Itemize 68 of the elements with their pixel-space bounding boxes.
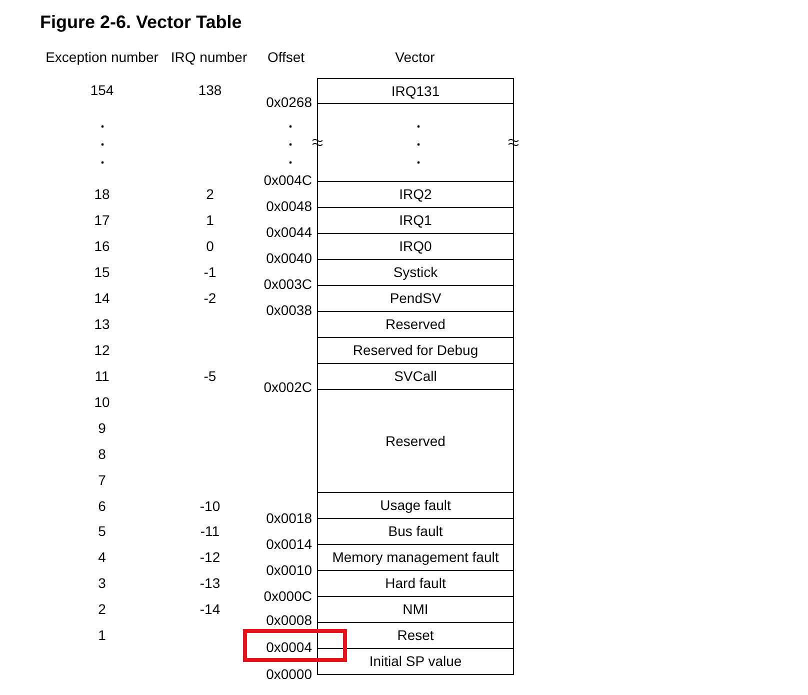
offset-address: 0x0038 xyxy=(266,302,312,318)
exception-number: 11 xyxy=(94,368,110,384)
exception-number: 2 xyxy=(98,601,106,617)
irq-number: -5 xyxy=(204,368,216,384)
irq-number: 138 xyxy=(198,82,222,98)
exception-number: 13 xyxy=(94,316,110,332)
irq-number: -2 xyxy=(204,290,216,306)
irq-number: 2 xyxy=(206,186,214,202)
vector-table-row: Reserved for Debug xyxy=(317,337,514,364)
vector-table-row: Hard fault xyxy=(317,570,514,597)
exception-number: 7 xyxy=(98,472,106,488)
vector-table-row: IRQ1 xyxy=(317,207,514,234)
vector-table-row: IRQ2 xyxy=(317,181,514,208)
vector-table-row: Systick xyxy=(317,259,514,286)
offset-address: 0x0018 xyxy=(266,510,312,526)
vector-table-row: Reserved xyxy=(317,389,514,493)
exception-number: 14 xyxy=(94,290,110,306)
column-header: Offset xyxy=(267,49,305,65)
column-header: Vector xyxy=(395,49,435,65)
offset-address: 0x0008 xyxy=(266,612,312,628)
offset-address: 0x0040 xyxy=(266,250,312,266)
vector-table-row: Reset xyxy=(317,622,514,649)
column-header: IRQ number xyxy=(170,49,248,65)
irq-number: -12 xyxy=(200,549,220,565)
offset-address: 0x0010 xyxy=(266,562,312,578)
irq-number: -1 xyxy=(204,264,216,280)
offset-address: 0x000C xyxy=(264,588,312,604)
exception-number: 6 xyxy=(98,498,106,514)
offset-address: 0x0014 xyxy=(266,536,312,552)
offset-address: 0x0268 xyxy=(266,94,312,110)
vector-table-row: Bus fault xyxy=(317,518,514,545)
offset-address: 0x0000 xyxy=(266,666,312,682)
irq-number: -14 xyxy=(200,601,220,617)
irq-number: -13 xyxy=(200,575,220,591)
exception-number: 5 xyxy=(98,523,106,539)
exception-number: 16 xyxy=(94,238,110,254)
vector-table-row: Reserved xyxy=(317,311,514,338)
vector-table-row: PendSV xyxy=(317,285,514,312)
vector-table-row: Memory management fault xyxy=(317,544,514,571)
exception-number: 3 xyxy=(98,575,106,591)
exception-number: 8 xyxy=(98,446,106,462)
exception-number: 17 xyxy=(94,212,110,228)
exception-number: 1 xyxy=(98,627,106,643)
vector-table-row: IRQ131 xyxy=(317,78,514,104)
offset-address: 0x0004 xyxy=(266,639,312,655)
exception-number: 18 xyxy=(94,186,110,202)
figure-title: Figure 2-6. Vector Table xyxy=(40,11,242,33)
vector-table-row: Usage fault xyxy=(317,492,514,519)
offset-address: 0x0044 xyxy=(266,224,312,240)
offset-address: 0x003C xyxy=(264,276,312,292)
irq-number: -11 xyxy=(200,523,220,539)
exception-number: 4 xyxy=(98,549,106,565)
column-header: Exception number xyxy=(46,49,158,65)
irq-number: 1 xyxy=(206,212,214,228)
exception-number: 12 xyxy=(94,342,110,358)
vector-table-row: Initial SP value xyxy=(317,648,514,675)
irq-number: 0 xyxy=(206,238,214,254)
irq-number: -10 xyxy=(200,498,220,514)
exception-number: 10 xyxy=(94,394,110,410)
exception-number: 154 xyxy=(90,82,114,98)
offset-address: 0x002C xyxy=(264,379,312,395)
exception-number: 15 xyxy=(94,264,110,280)
exception-number: 9 xyxy=(98,420,106,436)
vector-table-row: IRQ0 xyxy=(317,233,514,260)
vector-table-row: SVCall xyxy=(317,363,514,390)
offset-address: 0x0048 xyxy=(266,198,312,214)
offset-address: 0x004C xyxy=(264,172,312,188)
vector-table-row: NMI xyxy=(317,596,514,623)
